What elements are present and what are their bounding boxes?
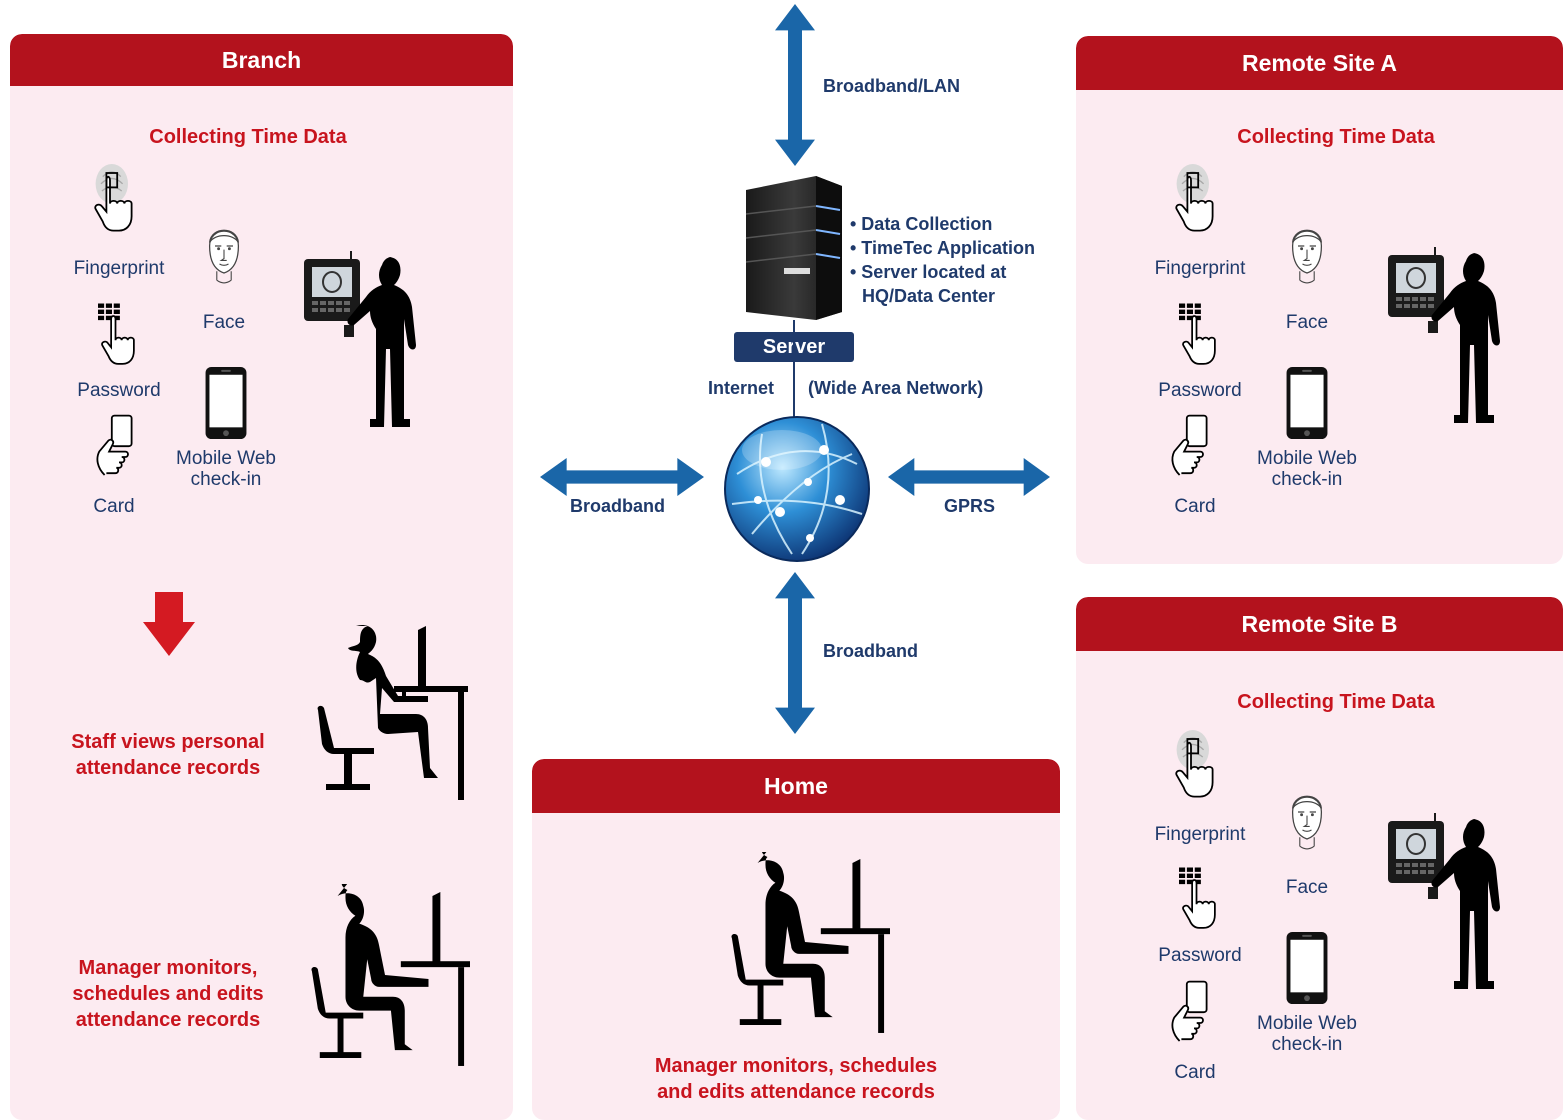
branch-manager-line3: attendance records	[75, 1009, 261, 1031]
password-label: Password	[1158, 945, 1242, 966]
staff-line1: Staff views personal	[71, 731, 265, 753]
mobile-checkin-label: Mobile Web check-in	[1241, 1013, 1373, 1055]
arrow-up-down-bottom-icon	[775, 572, 815, 734]
password-icon	[1173, 300, 1227, 370]
home-manager-line1: Manager monitors, schedules	[654, 1055, 938, 1077]
man-at-terminal-icon	[300, 240, 430, 444]
card-icon	[92, 412, 146, 484]
home-manager-label: Manager monitors, schedules and edits at…	[600, 1053, 992, 1105]
password-label: Password	[1158, 380, 1242, 401]
staff-label: Staff views personal attendance records	[40, 729, 296, 781]
fingerprint-icon	[92, 164, 146, 236]
face-label: Face	[202, 312, 246, 333]
arrow-left-right-left-icon	[540, 458, 704, 496]
home-header: Home	[532, 759, 1060, 813]
remote-a-collect-title: Collecting Time Data	[1237, 126, 1435, 148]
wan-label: (Wide Area Network)	[808, 378, 984, 398]
link-bottom-label: Broadband	[823, 641, 919, 661]
mobile-phone-icon	[204, 366, 248, 440]
server-bullets: • Data Collection • TimeTec Application …	[850, 212, 1035, 308]
mobile-checkin-line2: check-in	[1271, 469, 1343, 490]
fingerprint-label: Fingerprint	[1154, 258, 1246, 279]
woman-at-desk-icon	[298, 618, 468, 802]
server-icon	[736, 172, 846, 322]
server-connector-line	[793, 320, 795, 432]
server-bullet-1: • Data Collection	[850, 214, 993, 234]
face-icon	[1280, 218, 1334, 292]
card-label: Card	[1174, 1062, 1216, 1083]
server-bullet-2: • TimeTec Application	[850, 238, 1036, 258]
server-bullet-3: • Server located at	[850, 262, 1007, 282]
face-icon	[1280, 784, 1334, 858]
password-icon	[1173, 864, 1227, 934]
remote-b-collect-title: Collecting Time Data	[1237, 691, 1435, 713]
man-at-terminal-icon	[1384, 236, 1514, 440]
mobile-checkin-line2: check-in	[1271, 1034, 1343, 1055]
mobile-checkin-line2: check-in	[190, 469, 262, 490]
remote-site-b-title: Remote Site B	[1241, 611, 1398, 637]
link-left-label: Broadband	[570, 496, 666, 516]
home-manager-line2: and edits attendance records	[657, 1081, 935, 1103]
branch-panel: Branch	[10, 34, 513, 1120]
mobile-checkin-line1: Mobile Web	[176, 448, 276, 469]
face-icon	[197, 218, 251, 292]
mobile-checkin-label: Mobile Web check-in	[160, 448, 292, 490]
manager-at-desk-icon	[302, 884, 470, 1074]
arrow-left-right-right-icon	[888, 458, 1050, 496]
arrow-up-down-top-icon	[775, 4, 815, 166]
branch-header: Branch	[10, 34, 513, 86]
remote-site-a-header: Remote Site A	[1076, 36, 1563, 90]
mobile-checkin-line1: Mobile Web	[1257, 448, 1357, 469]
card-icon	[1167, 412, 1221, 484]
branch-manager-label: Manager monitors, schedules and edits at…	[40, 955, 296, 1033]
link-top-label: Broadband/LAN	[823, 76, 960, 96]
internet-globe-icon	[722, 414, 872, 564]
staff-line2: attendance records	[75, 757, 261, 779]
remote-site-a-title: Remote Site A	[1241, 50, 1398, 76]
face-label: Face	[1285, 312, 1329, 333]
fingerprint-label: Fingerprint	[73, 258, 165, 279]
home-manager-at-desk-icon	[722, 852, 890, 1040]
fingerprint-label: Fingerprint	[1154, 824, 1246, 845]
man-at-terminal-icon	[1384, 802, 1514, 1006]
branch-title: Branch	[221, 47, 302, 73]
remote-site-b-header: Remote Site B	[1076, 597, 1563, 651]
face-label: Face	[1285, 877, 1329, 898]
arrow-down-icon	[143, 592, 195, 656]
server-bullet-4: HQ/Data Center	[862, 286, 996, 306]
fingerprint-icon	[1173, 164, 1227, 236]
card-label: Card	[93, 496, 135, 517]
link-right-label: GPRS	[944, 496, 996, 516]
mobile-phone-icon	[1285, 366, 1329, 440]
card-label: Card	[1174, 496, 1216, 517]
password-label: Password	[77, 380, 161, 401]
branch-collect-title: Collecting Time Data	[149, 126, 347, 148]
password-icon	[92, 300, 146, 370]
card-icon	[1167, 978, 1221, 1050]
branch-manager-line2: schedules and edits	[72, 983, 264, 1005]
home-title: Home	[764, 773, 828, 799]
fingerprint-icon	[1173, 730, 1227, 802]
branch-manager-line1: Manager monitors,	[78, 957, 258, 979]
mobile-checkin-label: Mobile Web check-in	[1241, 448, 1373, 490]
internet-label: Internet	[708, 378, 775, 398]
mobile-phone-icon	[1285, 931, 1329, 1005]
mobile-checkin-line1: Mobile Web	[1257, 1013, 1357, 1034]
